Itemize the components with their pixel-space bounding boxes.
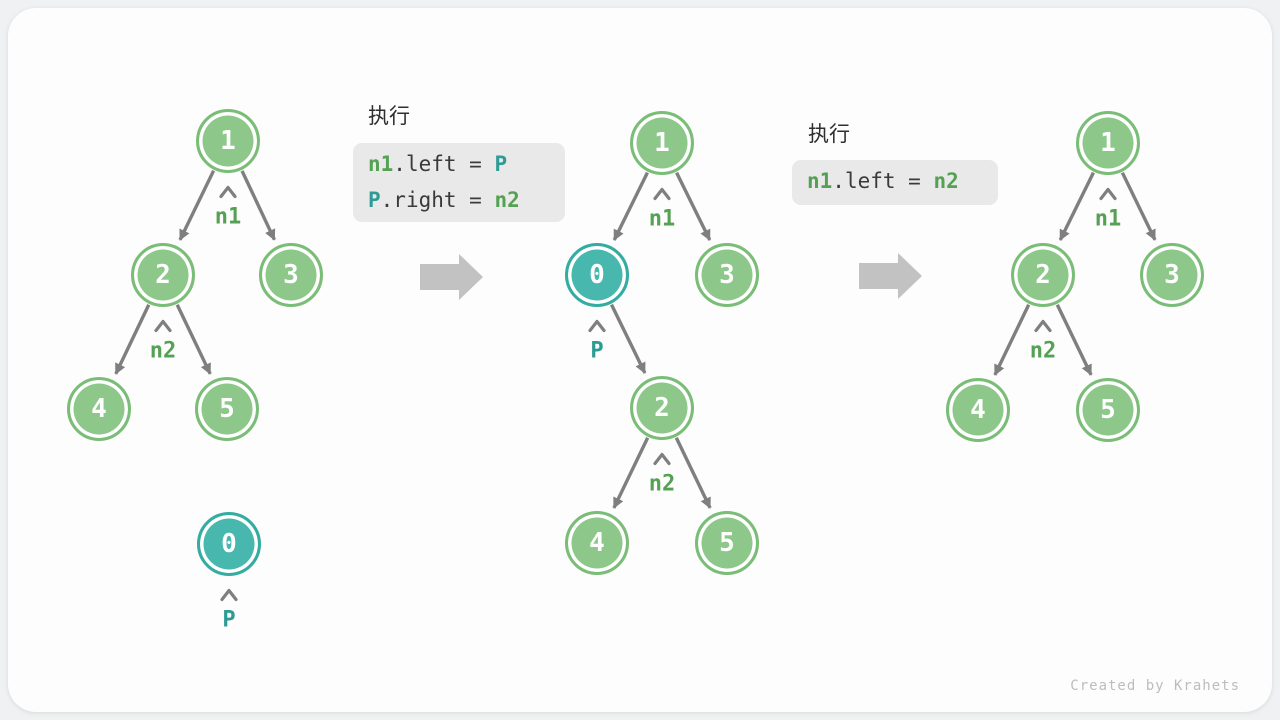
tree-edge (612, 436, 650, 509)
pointer-caret-icon (1034, 319, 1052, 333)
pointer-label-n1: n1 (214, 204, 242, 230)
pointer-label-n1: n1 (648, 206, 676, 232)
tree-node-3: 3 (259, 243, 323, 307)
code-line: n1.left = n2 (807, 163, 998, 199)
pointer-caret-icon (588, 319, 606, 333)
tree-edge (175, 304, 212, 375)
execute-title-2: 执行 (808, 123, 850, 146)
pointer-label-n2: n2 (149, 338, 177, 364)
pointer-label-P: P (590, 338, 604, 364)
tree-edge (240, 170, 276, 241)
transition-arrow-icon (859, 253, 922, 299)
tree-node-1: 1 (630, 111, 694, 175)
code-token: n1 (368, 152, 394, 176)
tree-node-2: 2 (1011, 243, 1075, 307)
tree-node-5: 5 (1076, 378, 1140, 442)
pointer-caret-icon (653, 452, 671, 466)
tree-node-4: 4 (67, 377, 131, 441)
tree-node-0: 0 (197, 512, 261, 576)
code-token: P (494, 152, 508, 176)
tree-node-2: 2 (131, 243, 195, 307)
pointer-label-P: P (222, 607, 236, 633)
code-line: P.right = n2 (368, 182, 565, 218)
code-line: n1.left = P (368, 146, 565, 182)
code-token: .left = (393, 152, 495, 176)
tree-node-4: 4 (565, 511, 629, 575)
tree-node-1: 1 (1076, 111, 1140, 175)
tree-edge (1120, 171, 1157, 241)
transition-arrow-icon (420, 254, 483, 300)
code-token: .right = (380, 188, 495, 212)
tree-node-1: 1 (196, 109, 260, 173)
tree-edge (674, 436, 712, 509)
tree-node-5: 5 (195, 377, 259, 441)
pointer-caret-icon (1099, 187, 1117, 201)
tree-edge (1055, 303, 1093, 376)
tree-edge (612, 171, 649, 241)
watermark: Created by Krahets (1070, 678, 1240, 694)
execute-title-1: 执行 (368, 105, 410, 128)
tree-node-2: 2 (630, 376, 694, 440)
tree-edge (114, 304, 151, 375)
tree-edge (675, 171, 712, 241)
code-token: n2 (933, 169, 959, 193)
tree-edge (993, 303, 1031, 376)
code-token: .left = (832, 169, 934, 193)
pointer-caret-icon (653, 187, 671, 201)
tree-node-3: 3 (695, 243, 759, 307)
tree-edge (1058, 171, 1095, 241)
tree-node-3: 3 (1140, 243, 1204, 307)
tree-edge (609, 303, 647, 374)
tree-node-0: 0 (565, 243, 629, 307)
tree-node-4: 4 (946, 378, 1010, 442)
code-block-2: n1.left = n2 (792, 160, 998, 205)
tree-edge (178, 169, 216, 241)
pointer-caret-icon (154, 319, 172, 333)
pointer-caret-icon (220, 588, 238, 602)
pointer-label-n1: n1 (1094, 206, 1122, 232)
pointer-label-n2: n2 (1029, 338, 1057, 364)
code-token: n1 (807, 169, 833, 193)
tree-node-5: 5 (695, 511, 759, 575)
pointer-caret-icon (219, 185, 237, 199)
code-token: P (368, 188, 381, 212)
pointer-label-n2: n2 (648, 471, 676, 497)
code-token: n2 (494, 188, 520, 212)
